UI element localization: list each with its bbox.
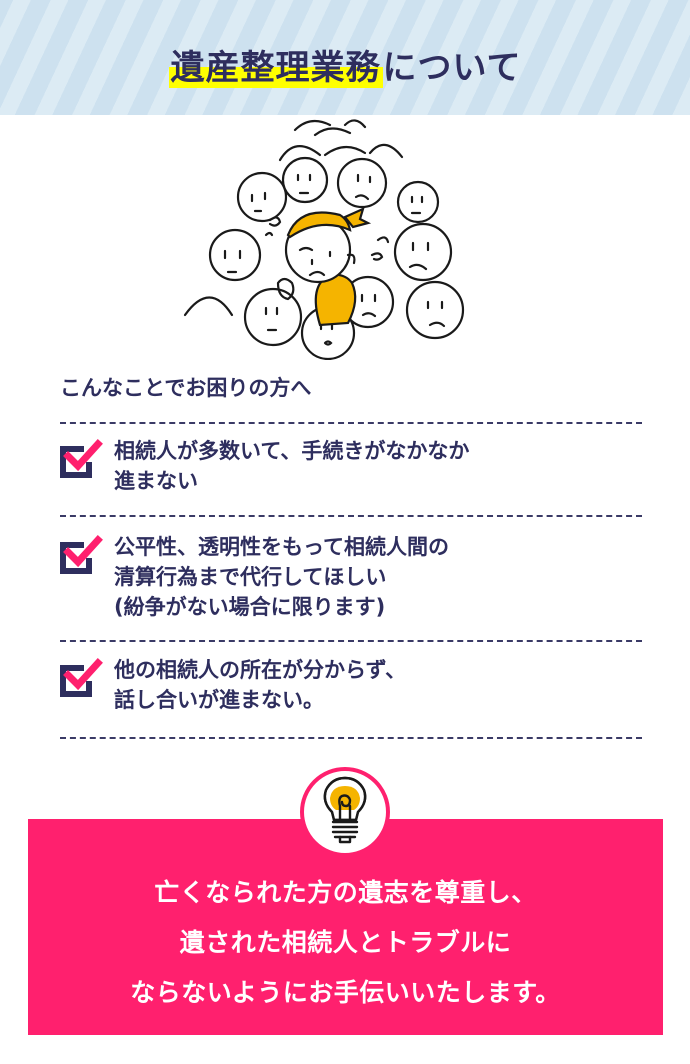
divider bbox=[60, 422, 642, 424]
divider bbox=[60, 640, 642, 642]
callout-message: 亡くなられた方の遺志を尊重し、 遺された相続人とトラブルに ならないようにお手伝… bbox=[28, 868, 663, 1018]
checkbox-checked-icon bbox=[60, 658, 103, 697]
divider bbox=[60, 515, 642, 517]
worried-crowd-illustration bbox=[183, 119, 465, 360]
checkbox-checked-icon bbox=[60, 535, 103, 574]
checklist-item-text: 相続人が多数いて、手続きがなかなか 進まない bbox=[114, 439, 470, 493]
checklist-item: 公平性、透明性をもって相続人間の 清算行為まで代行してほしい (紛争がない場合に… bbox=[58, 532, 648, 622]
checklist-item-text: 他の相続人の所在が分からず、 話し合いが進まない。 bbox=[114, 658, 407, 712]
checklist-item-text: 公平性、透明性をもって相続人間の 清算行為まで代行してほしい (紛争がない場合に… bbox=[114, 535, 449, 619]
page-title: 遺産整理業務について bbox=[0, 40, 690, 89]
page-title-rest: について bbox=[382, 48, 522, 88]
lightbulb-icon bbox=[323, 776, 367, 844]
checklist-item: 他の相続人の所在が分からず、 話し合いが進まない。 bbox=[58, 655, 648, 715]
callout-line: 亡くなられた方の遺志を尊重し、 bbox=[154, 878, 537, 907]
callout-line: ならないようにお手伝いいたします。 bbox=[130, 978, 561, 1007]
intro-label: こんなことでお困りの方へ bbox=[60, 376, 312, 400]
callout-line: 遺された相続人とトラブルに bbox=[179, 928, 512, 957]
page-title-highlight: 遺産整理業務 bbox=[168, 48, 383, 88]
checkbox-checked-icon bbox=[60, 439, 103, 478]
divider bbox=[60, 737, 642, 739]
checklist-item: 相続人が多数いて、手続きがなかなか 進まない bbox=[58, 436, 648, 496]
